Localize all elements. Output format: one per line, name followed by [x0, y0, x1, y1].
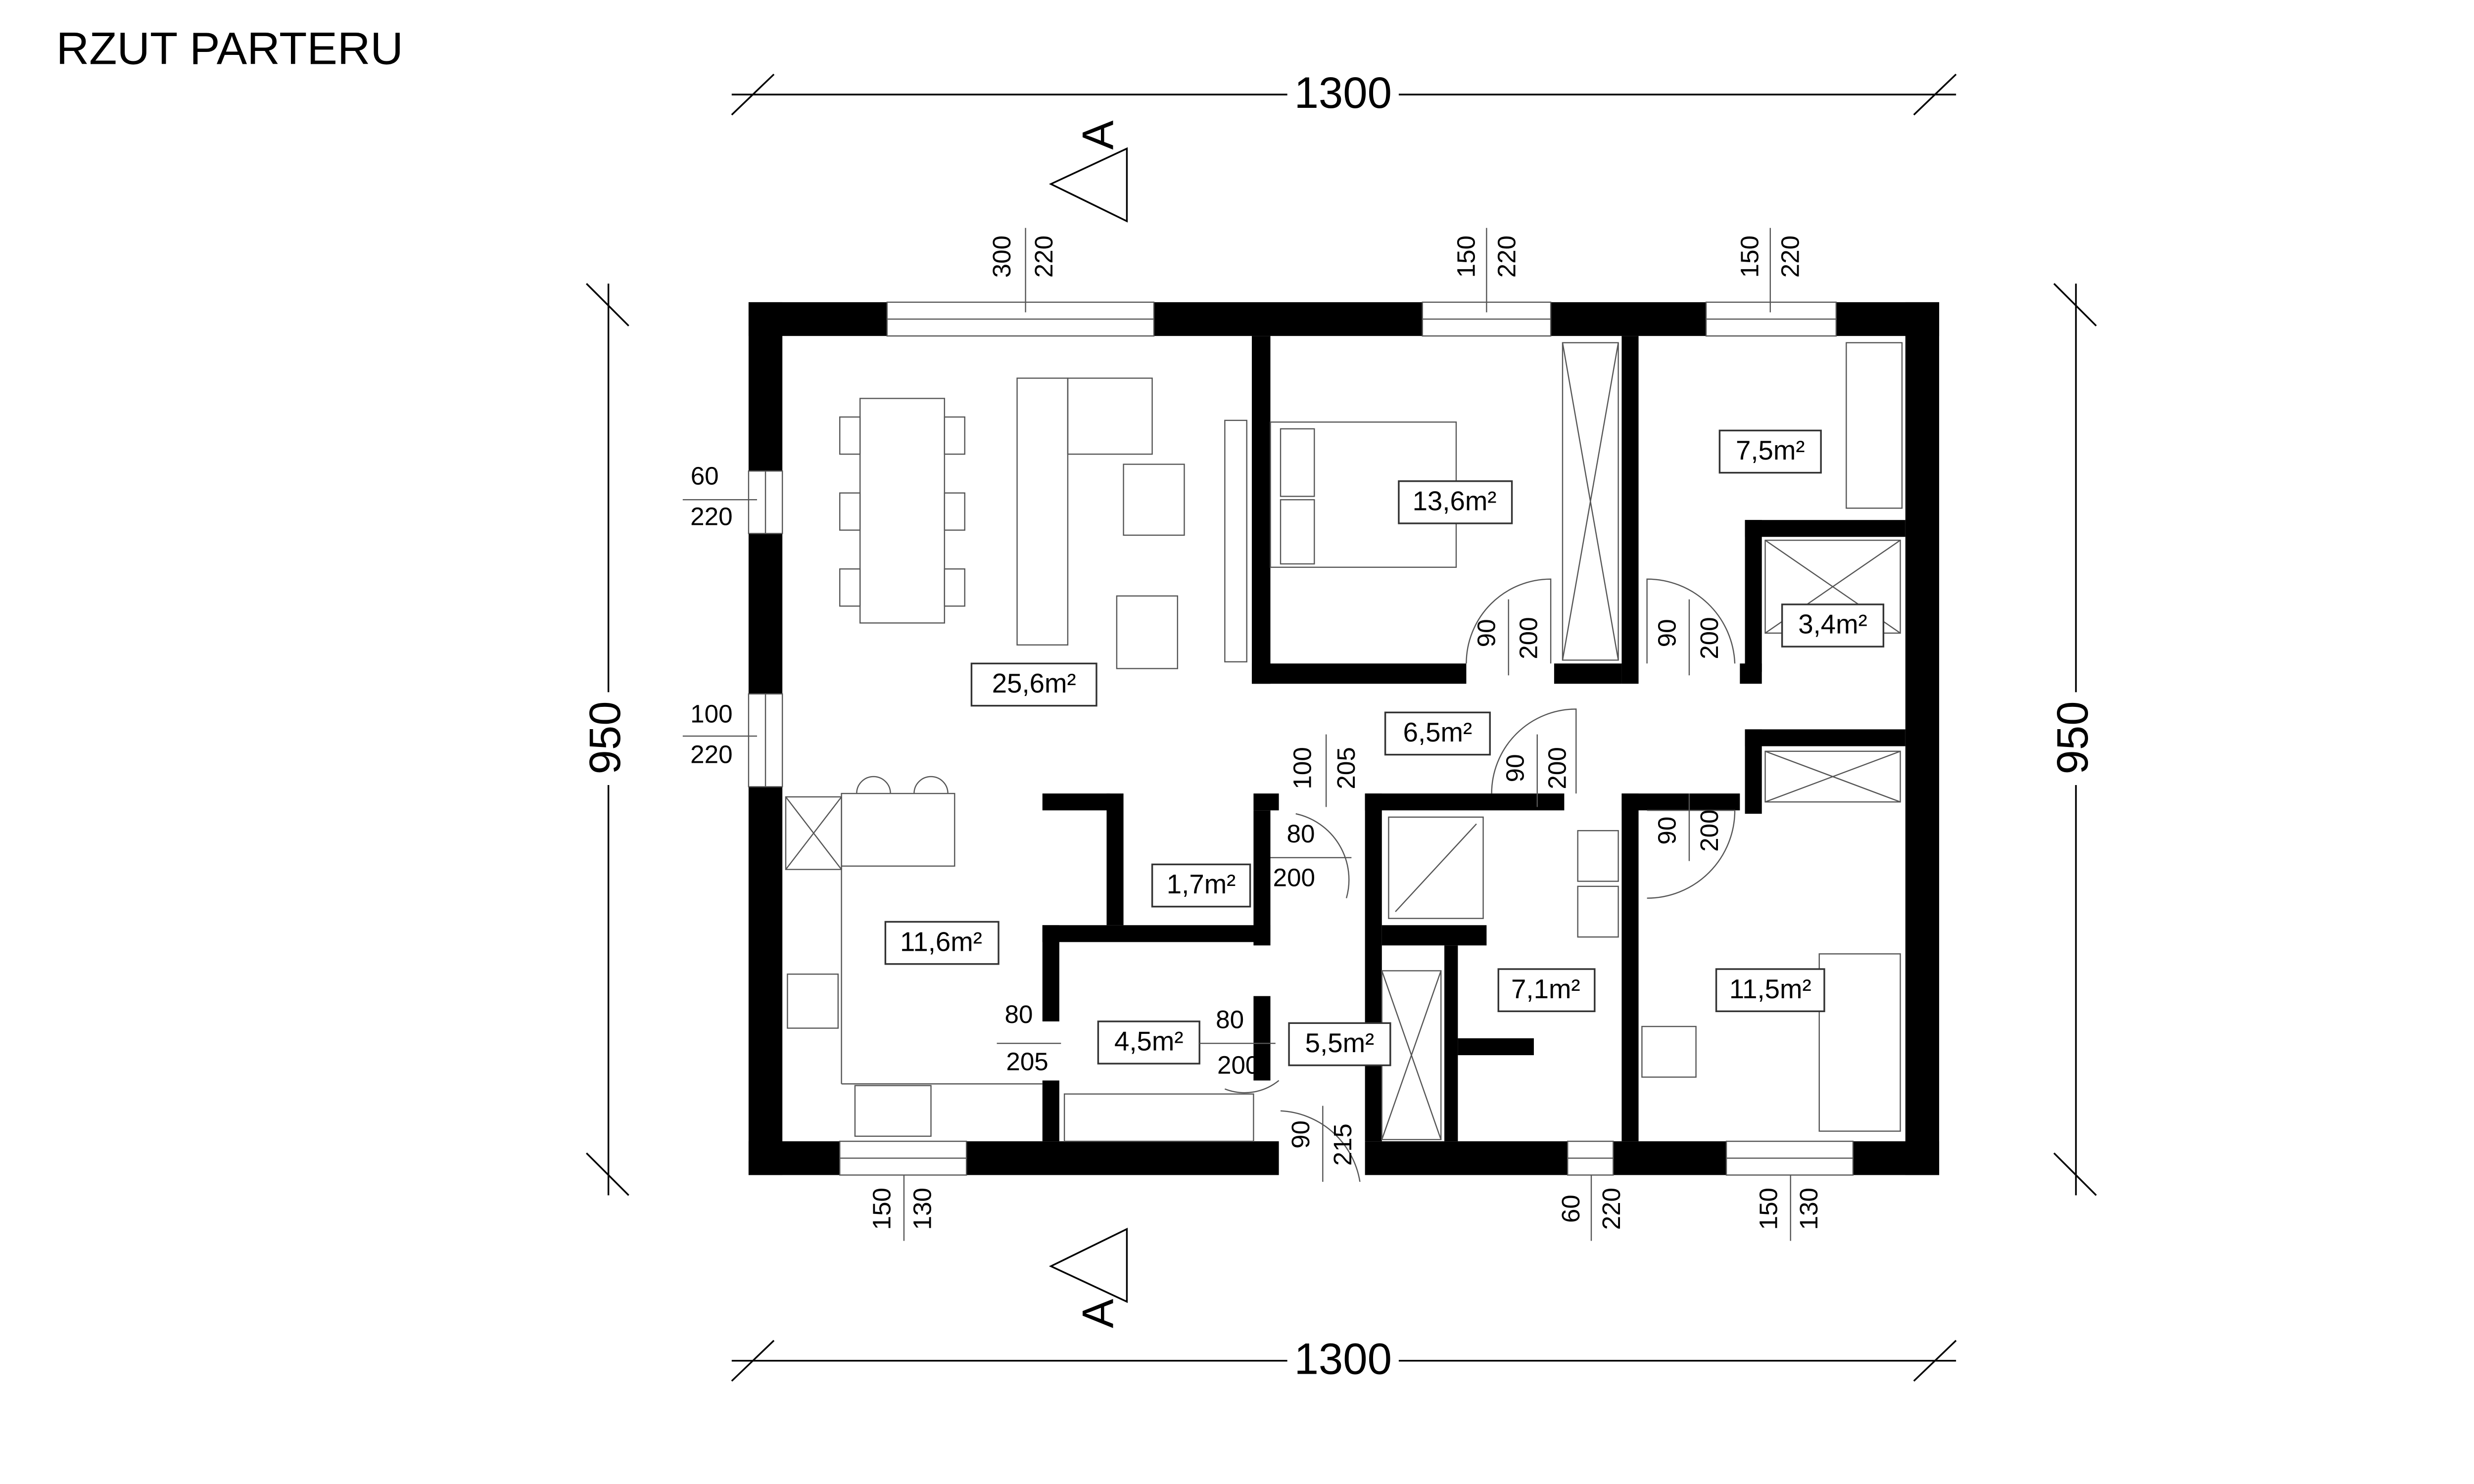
svg-text:100: 100	[1288, 747, 1316, 789]
svg-text:200: 200	[1695, 809, 1723, 851]
svg-text:220: 220	[690, 502, 732, 530]
section-marker-bottom: A	[1048, 1227, 1128, 1328]
dim-left-label: 950	[580, 701, 629, 774]
exterior-walls	[748, 302, 1940, 1175]
svg-text:90: 90	[1501, 754, 1529, 782]
room-area-wc: 1,7m²	[1167, 869, 1236, 899]
svg-text:200: 200	[1273, 864, 1315, 892]
svg-text:90: 90	[1286, 1120, 1315, 1149]
svg-text:220: 220	[1597, 1188, 1625, 1230]
svg-text:150: 150	[1452, 235, 1480, 278]
room-area-bathroom: 7,1m²	[1511, 974, 1580, 1004]
svg-text:150: 150	[1736, 235, 1764, 278]
svg-text:150: 150	[1754, 1188, 1782, 1230]
svg-text:60: 60	[691, 462, 719, 490]
svg-text:130: 130	[908, 1188, 936, 1230]
plan-title: RZUT PARTERU	[56, 23, 403, 74]
room-area-pantry: 4,5m²	[1114, 1026, 1184, 1057]
svg-text:220: 220	[1030, 235, 1058, 278]
room-area-vestibule: 5,5m²	[1305, 1028, 1375, 1058]
svg-text:220: 220	[690, 741, 732, 769]
dimension-top: 1300	[731, 68, 1957, 118]
svg-text:90: 90	[1653, 817, 1681, 845]
room-area-bedroom: 13,6m²	[1413, 486, 1497, 516]
interior-walls	[1042, 336, 1905, 1142]
window-labels: 300 220 150 220 150 220 60 220 100 220 1…	[682, 228, 1823, 1241]
door-labels: 90 200 90 200 100 205 90 200 90 200 80 2…	[997, 599, 1723, 1182]
svg-text:80: 80	[1286, 820, 1315, 848]
svg-text:220: 220	[1492, 235, 1521, 278]
dimension-left: 950	[580, 283, 634, 1196]
dim-bottom-label: 1300	[1294, 1335, 1392, 1384]
svg-text:200: 200	[1543, 747, 1571, 789]
svg-text:A: A	[1074, 1299, 1123, 1328]
svg-text:200: 200	[1515, 617, 1543, 659]
furniture	[785, 342, 1903, 1142]
svg-text:200: 200	[1695, 617, 1723, 659]
dimension-bottom: 1300	[731, 1335, 1957, 1385]
room-area-living: 25,6m²	[992, 668, 1076, 698]
svg-text:220: 220	[1776, 235, 1805, 278]
room-area-hall: 6,5m²	[1403, 717, 1473, 747]
room-area-kitchen: 11,6m²	[900, 927, 982, 957]
section-marker-top: A	[1048, 120, 1128, 223]
svg-text:100: 100	[690, 700, 732, 728]
room-area-closet: 3,4m²	[1798, 609, 1867, 640]
windows	[748, 301, 1854, 1176]
dim-right-label: 950	[2048, 701, 2097, 774]
svg-text:A: A	[1074, 120, 1123, 149]
dimension-right: 950	[2048, 283, 2101, 1196]
svg-text:80: 80	[1216, 1005, 1244, 1033]
svg-text:80: 80	[1005, 1000, 1033, 1028]
svg-text:60: 60	[1557, 1195, 1585, 1223]
room-labels: 25,6m² 13,6m² 7,5m² 3,4m² 6,5m² 1,7m² 11…	[884, 429, 1885, 1067]
svg-text:200: 200	[1217, 1051, 1259, 1079]
door-swings	[1224, 578, 1736, 1182]
svg-text:150: 150	[867, 1188, 896, 1230]
svg-text:300: 300	[988, 235, 1016, 278]
svg-text:205: 205	[1006, 1048, 1048, 1076]
svg-text:215: 215	[1329, 1123, 1357, 1165]
svg-text:130: 130	[1795, 1188, 1823, 1230]
room-area-room-se: 11,5m²	[1729, 974, 1811, 1004]
svg-text:205: 205	[1332, 747, 1360, 789]
svg-text:90: 90	[1472, 619, 1500, 647]
dim-top-label: 1300	[1294, 68, 1392, 117]
room-area-room-ne: 7,5m²	[1736, 435, 1805, 465]
svg-text:90: 90	[1653, 619, 1681, 647]
